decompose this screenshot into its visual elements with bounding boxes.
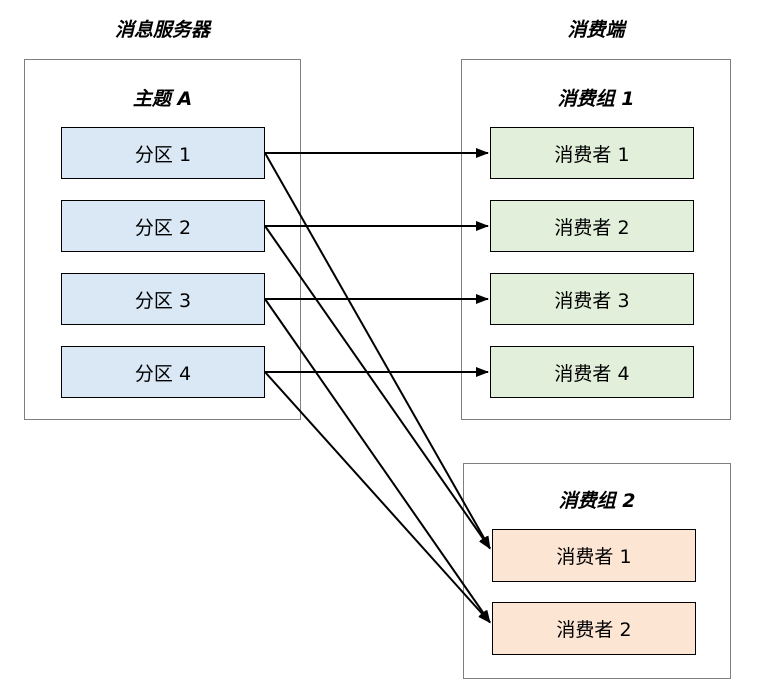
- partition-2-box: 分区 2: [61, 200, 265, 252]
- group1-consumer-1-box: 消费者 1: [490, 127, 694, 179]
- consumer-side-title: 消费端: [567, 19, 625, 41]
- group1-consumer-4-box: 消费者 4: [490, 346, 694, 398]
- group1-consumer-2-box: 消费者 2: [490, 200, 694, 252]
- partition-1-box: 分区 1: [61, 127, 265, 179]
- consumer-group-2-heading: 消费组 2: [558, 490, 636, 512]
- partition-3-box: 分区 3: [61, 273, 265, 325]
- partition-4-box: 分区 4: [61, 346, 265, 398]
- group2-consumer-1-box: 消费者 1: [492, 529, 696, 582]
- group2-consumer-2-box: 消费者 2: [492, 602, 696, 655]
- consumer-group-1-heading: 消费组 1: [557, 88, 635, 110]
- broker-title: 消息服务器: [114, 19, 210, 41]
- topic-a-heading: 主题 A: [132, 88, 193, 110]
- group1-consumer-3-box: 消费者 3: [490, 273, 694, 325]
